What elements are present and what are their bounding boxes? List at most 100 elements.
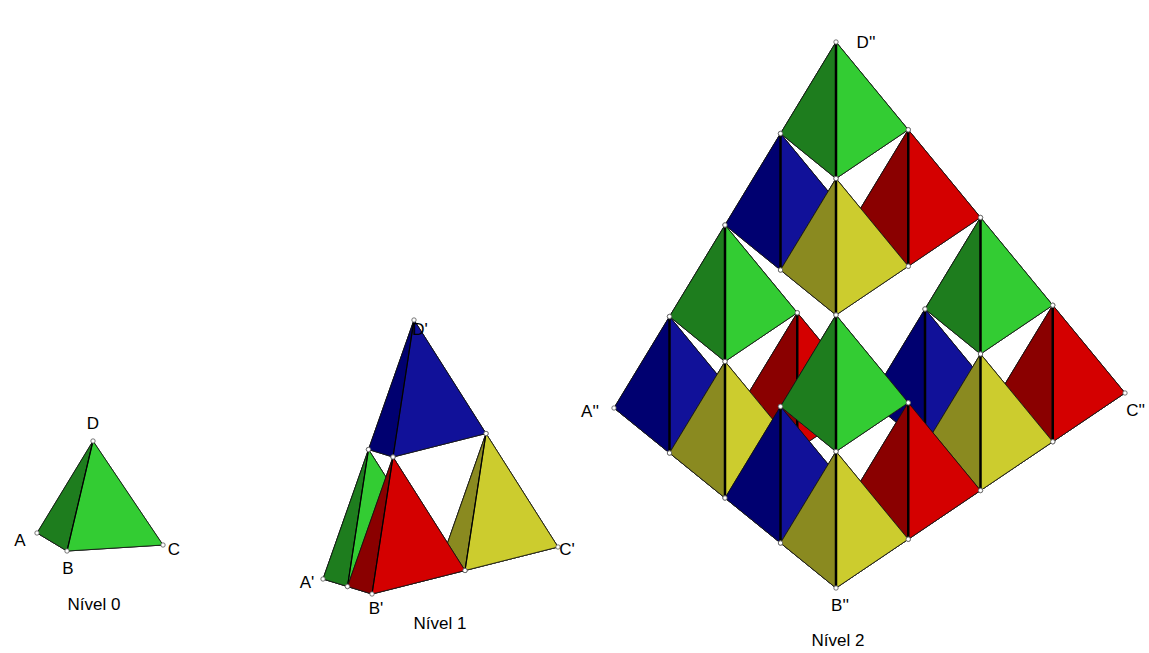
vertex-dot — [978, 488, 982, 492]
vertex-dot — [778, 268, 782, 272]
vertex-dot — [906, 128, 910, 132]
front-edge — [835, 42, 838, 179]
front-edge — [465, 434, 486, 571]
vertex-dot — [35, 531, 39, 535]
left-face — [725, 407, 781, 544]
vertex-dot — [484, 431, 488, 435]
vertex-dot — [834, 586, 838, 590]
vertex-dot — [1051, 440, 1055, 444]
right-face — [908, 403, 980, 540]
right-face — [908, 130, 980, 267]
left-face — [781, 315, 837, 452]
left-face — [670, 225, 726, 362]
hidden-edge — [836, 42, 837, 179]
vertex-dot — [978, 352, 982, 356]
vertex-label: D' — [412, 321, 428, 338]
front-edge — [668, 317, 671, 454]
vertex-dot — [345, 584, 349, 588]
left-face — [614, 317, 670, 454]
vertex-dot — [834, 176, 838, 180]
hidden-edge — [780, 134, 781, 271]
vertex-dot — [778, 541, 782, 545]
vertex-dot — [978, 215, 982, 219]
vertex-dot — [834, 176, 838, 180]
vertex-label: B' — [369, 600, 384, 617]
vertex-dot — [1051, 303, 1055, 307]
right-face — [372, 457, 465, 594]
front-edge — [779, 407, 782, 544]
vertex-dot — [834, 449, 838, 453]
right-face — [981, 218, 1053, 355]
vertex-dot — [778, 131, 782, 135]
level-caption: Nível 1 — [414, 615, 467, 632]
right-face — [981, 354, 1053, 491]
front-edge — [779, 134, 782, 271]
right-face — [836, 42, 908, 179]
tetrahedron-level — [612, 40, 1127, 590]
vertex-dot — [723, 496, 727, 500]
vertex-dot — [484, 431, 488, 435]
vertex-dot — [923, 307, 927, 311]
vertex-dot — [667, 314, 671, 318]
left-face — [781, 42, 837, 179]
hidden-edge — [908, 130, 909, 267]
vertex-dot — [667, 451, 671, 455]
front-edge — [907, 130, 910, 267]
vertex-dot — [978, 488, 982, 492]
vertex-dot — [906, 128, 910, 132]
vertex-dot — [370, 592, 374, 596]
vertex-dot — [723, 223, 727, 227]
vertex-dot — [795, 311, 799, 315]
hidden-edge — [908, 403, 909, 540]
vertex-dot — [321, 577, 325, 581]
vertex-dot — [778, 541, 782, 545]
hidden-edge — [1052, 305, 1053, 442]
vertex-dot — [612, 406, 616, 410]
vertex-dot — [834, 449, 838, 453]
vertex-dot — [391, 455, 395, 459]
vertex-label: C'' — [1126, 402, 1145, 419]
vertex-dot — [1123, 391, 1127, 395]
vertex-dot — [723, 496, 727, 500]
vertex-dot — [463, 568, 467, 572]
vertex-dot — [366, 447, 370, 451]
vertex-label: A' — [300, 574, 315, 591]
vertex-dot — [667, 314, 671, 318]
hidden-edge — [669, 317, 670, 454]
front-edge — [835, 452, 838, 589]
hidden-edge — [780, 407, 781, 544]
vertex-dot — [906, 401, 910, 405]
front-edge — [724, 225, 727, 362]
right-face — [836, 452, 908, 589]
hidden-edge — [980, 218, 981, 355]
hidden-edge — [725, 362, 726, 499]
right-face — [1053, 305, 1125, 442]
vertex-dot — [906, 537, 910, 541]
vertex-dot — [978, 352, 982, 356]
vertex-dot — [906, 264, 910, 268]
vertex-dot — [1051, 303, 1055, 307]
right-face — [393, 320, 486, 457]
vertex-dot — [923, 307, 927, 311]
front-edge — [979, 354, 982, 491]
vertex-dot — [906, 537, 910, 541]
vertex-dot — [463, 568, 467, 572]
left-face — [670, 362, 726, 499]
hidden-edge — [836, 452, 837, 589]
vertex-dot — [345, 584, 349, 588]
vertex-label: D'' — [857, 34, 876, 51]
vertex-label: C — [168, 541, 180, 558]
front-edge — [724, 362, 727, 499]
left-face — [781, 452, 837, 589]
level-caption: Nível 2 — [812, 632, 865, 649]
vertex-dot — [161, 543, 165, 547]
vertex-dot — [906, 401, 910, 405]
vertex-dot — [723, 359, 727, 363]
hidden-edge — [836, 315, 837, 452]
vertex-dot — [906, 264, 910, 268]
right-face — [836, 315, 908, 452]
right-face — [67, 441, 163, 551]
vertex-dot — [778, 131, 782, 135]
vertex-dot — [778, 268, 782, 272]
